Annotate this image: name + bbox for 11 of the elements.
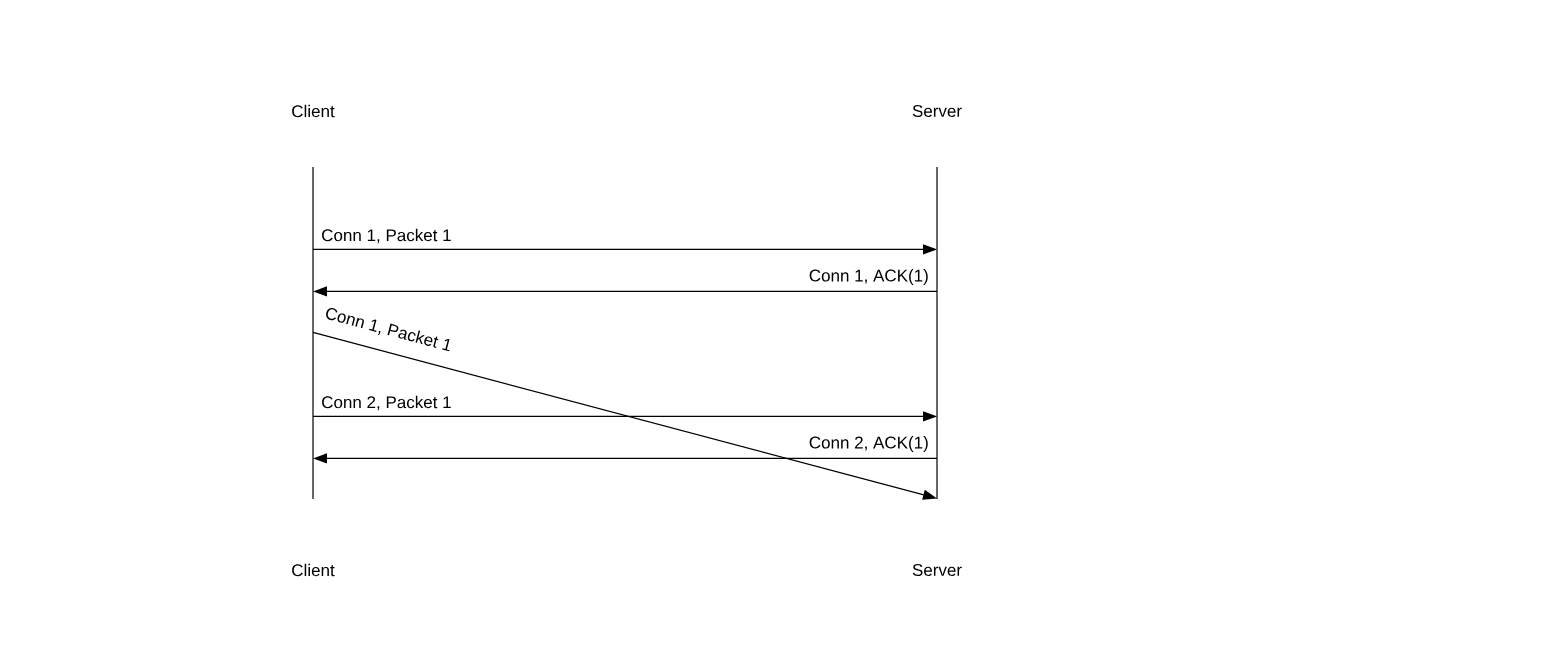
edge-label: Conn 1, Packet 1 (320, 227, 453, 245)
lifeline-label: Client (292, 104, 335, 118)
lifeline (312, 166, 314, 500)
edge-label: Conn 2, ACK(1) (807, 435, 930, 453)
edge-label: Conn 1, Packet 1 (322, 304, 455, 355)
lifeline-label: Server (912, 564, 962, 577)
edge-label: Conn 1, ACK(1) (807, 268, 930, 286)
lifeline-label: Server (912, 105, 962, 118)
lifeline-label: Client (292, 563, 335, 577)
edge-label: Conn 2, Packet 1 (320, 394, 453, 412)
lifeline (936, 166, 938, 500)
